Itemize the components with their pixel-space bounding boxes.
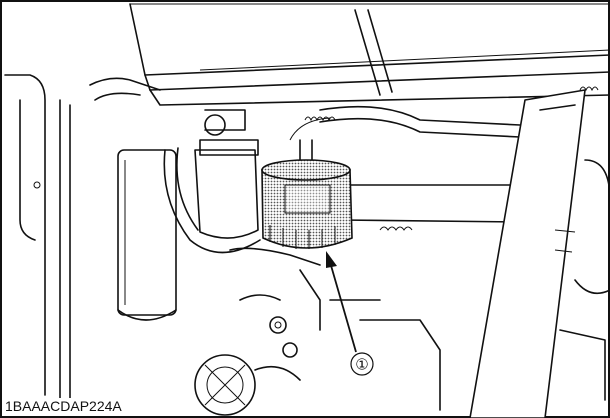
- side-panel: [4, 74, 161, 401]
- tank: [117, 149, 177, 321]
- frame-beam: [339, 184, 521, 223]
- callout-1: ①: [350, 352, 374, 376]
- fuel-filter-bowl: [194, 109, 259, 239]
- lower-engine: [229, 247, 441, 411]
- arrowhead-icon: [326, 251, 337, 268]
- callout-1-label: ①: [355, 356, 368, 374]
- springs: [304, 86, 599, 231]
- hoses: [163, 9, 521, 254]
- callout-leader: [326, 251, 357, 353]
- figure-caption: 1BAAACDAP224A: [3, 398, 124, 415]
- hood-frame: [129, 3, 610, 106]
- oil-filter: [261, 139, 353, 249]
- right-panel: [469, 89, 610, 418]
- alternator: [194, 354, 301, 416]
